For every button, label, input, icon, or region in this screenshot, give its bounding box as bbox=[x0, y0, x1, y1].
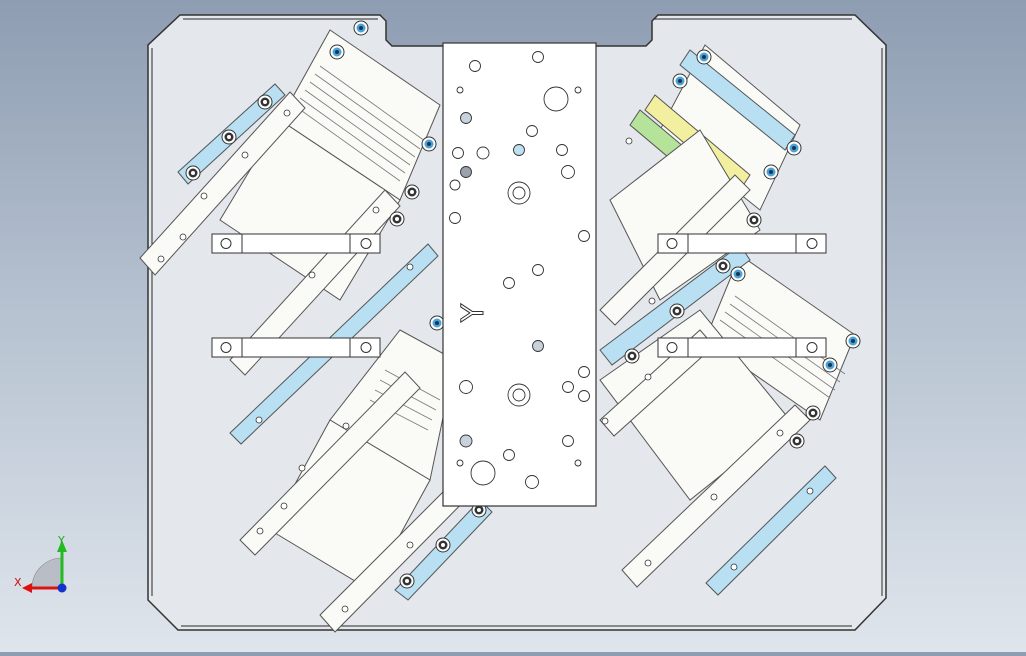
triad-x-label: X bbox=[14, 576, 22, 589]
triad-y-label: Y bbox=[57, 534, 65, 547]
coordinate-triad-icon: Y X bbox=[14, 534, 67, 593]
hinge-bracket-top-left[interactable] bbox=[211, 233, 381, 254]
hole-group bbox=[157, 109, 814, 613]
center-plate[interactable]: Y bbox=[442, 42, 597, 507]
hinge-bracket-mid-left[interactable] bbox=[211, 337, 381, 358]
engraved-mark: Y bbox=[456, 303, 491, 323]
hinge-bracket-top-right[interactable] bbox=[657, 233, 827, 254]
hinge-bracket-mid-right[interactable] bbox=[657, 337, 827, 358]
